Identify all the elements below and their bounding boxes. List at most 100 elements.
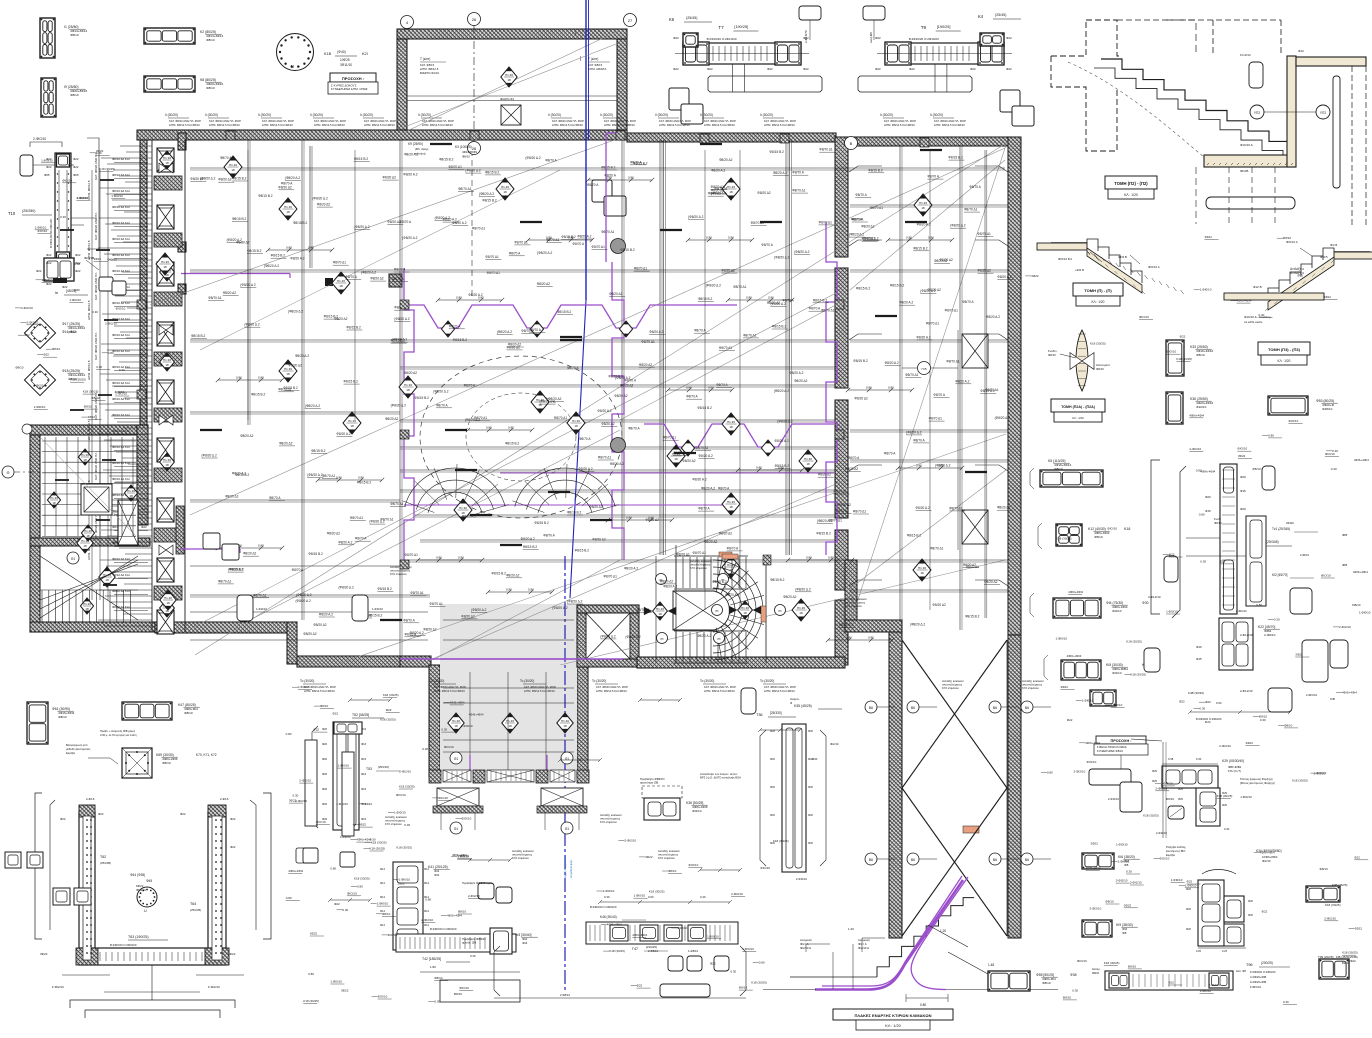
svg-text:26: 26 xyxy=(472,146,477,151)
svg-text:Φ8/70 Α: Φ8/70 Α xyxy=(927,175,939,179)
svg-text:Φ8/20 Δ2: Φ8/20 Δ2 xyxy=(838,503,852,507)
svg-text:Φ8/10: Φ8/10 xyxy=(68,377,77,381)
svg-text:Φ8/20 Δ2: Φ8/20 Δ2 xyxy=(508,343,522,347)
svg-text:3Φ22: 3Φ22 xyxy=(1061,685,1069,689)
svg-text:Φ14: Φ14 xyxy=(424,895,430,899)
svg-text:Π1.36: Π1.36 xyxy=(918,566,926,570)
svg-text:3Φ22: 3Φ22 xyxy=(310,932,318,936)
svg-text:Φ8/20 Δ2: Φ8/20 Δ2 xyxy=(507,345,521,349)
svg-text:Φ8/70 Α: Φ8/70 Α xyxy=(405,632,417,636)
svg-text:Π1.36: Π1.36 xyxy=(536,398,544,402)
svg-text:Φ8/15 Β.2: Φ8/15 Β.2 xyxy=(561,235,576,239)
svg-text:(Φ8/20 Δ.2: (Φ8/20 Δ.2 xyxy=(288,309,304,313)
svg-text:Φ8/70 Α: Φ8/70 Α xyxy=(579,437,591,441)
svg-text:Φ8/10 Δ2 ΚΑΙ: Φ8/10 Δ2 ΚΑΙ xyxy=(112,413,130,417)
svg-text:Φ38: Φ38 xyxy=(1070,973,1077,977)
svg-text:Φ22: Φ22 xyxy=(73,165,79,169)
svg-text:Π1.36: Π1.36 xyxy=(404,383,412,387)
svg-text:Φ8/20 Δ2: Φ8/20 Δ2 xyxy=(289,364,303,368)
svg-text:Φ8/20 Δ2: Φ8/20 Δ2 xyxy=(646,518,660,522)
svg-text:Φ8/10: Φ8/10 xyxy=(434,976,443,980)
svg-text:0.80: 0.80 xyxy=(568,236,574,240)
svg-text:σε κάθε σκαλί: σε κάθε σκαλί xyxy=(1244,320,1263,324)
svg-text:Φ8/15 Β.2: Φ8/15 Β.2 xyxy=(453,338,468,342)
svg-text:Φ8/20 Α.2: Φ8/20 Α.2 xyxy=(338,540,352,544)
svg-text:ΚΑΤ. Φ8/20 ΑΝΩ ΠΛ. ΦΟΡ.: ΚΑΤ. Φ8/20 ΑΝΩ ΠΛ. ΦΟΡ. xyxy=(314,119,347,123)
svg-text:0.80: 0.80 xyxy=(938,464,944,468)
svg-text:0.80: 0.80 xyxy=(706,236,712,240)
svg-text:Κ72 επιμέλου: Κ72 επιμέλου xyxy=(1022,686,1039,690)
svg-text:Φ8/10 Δ2 ΚΑΙ: Φ8/10 Δ2 ΚΑΙ xyxy=(112,173,130,177)
svg-text:(Φ8/20 Δ.2: (Φ8/20 Δ.2 xyxy=(795,587,811,591)
svg-text:Θ1: Θ1 xyxy=(565,827,569,831)
svg-text:Φ20: Φ20 xyxy=(1205,495,1211,499)
svg-text:0.30: 0.30 xyxy=(1199,707,1205,711)
svg-text:Φ8/70 Δ1: Φ8/70 Δ1 xyxy=(474,416,488,420)
svg-text:Φ8/70 Α: Φ8/70 Α xyxy=(718,487,730,491)
svg-text:ΔΙΤΜ. Φ8/12.5 ΚΑΙ Φ8/10: ΔΙΤΜ. Φ8/12.5 ΚΑΙ Φ8/10 xyxy=(314,123,345,127)
svg-text:ΚΑΤ. Φ8/20 ΑΝΩ ΠΛ. ΦΟΡ.: ΚΑΤ. Φ8/20 ΑΝΩ ΠΛ. ΦΟΡ. xyxy=(422,119,455,123)
svg-text:Φ65: Φ65 xyxy=(44,173,50,177)
svg-text:Τ (κλπ): Τ (κλπ) xyxy=(588,57,598,61)
svg-text:Φ8/70 Δ1: Φ8/70 Δ1 xyxy=(405,553,419,557)
svg-text:Φ8/70 Δ1: Φ8/70 Δ1 xyxy=(676,553,690,557)
svg-text:ΦΙ4: ΦΙ4 xyxy=(1124,859,1129,863)
svg-text:10ΦΙ6+8ΦΙ4: 10ΦΙ6+8ΦΙ4 xyxy=(1262,855,1278,859)
svg-text:Κ18 (30/25): Κ18 (30/25) xyxy=(1143,814,1159,818)
svg-text:ΔΙΤΜ. Φ8/12.5 ΚΑΙ Φ8/10: ΔΙΤΜ. Φ8/12.5 ΚΑΙ Φ8/10 xyxy=(304,689,335,693)
svg-text:ΔΙΤΜ. Φ8/12.5 ΚΑΙ Φ8/10: ΔΙΤΜ. Φ8/12.5 ΚΑΙ Φ8/10 xyxy=(604,123,635,127)
svg-text:Προβλ. + Αναμονές ΦΙΒ μήκος: Προβλ. + Αναμονές ΦΙΒ μήκος xyxy=(100,729,136,733)
svg-text:1:ΦΙ0/10: 1:ΦΙ0/10 xyxy=(76,196,88,200)
svg-text:Φ8/20 Α.2: Φ8/20 Α.2 xyxy=(663,585,677,589)
svg-text:ΔΙΤΜ. Φ8/12.5 ΚΑΙ Φ8/10: ΔΙΤΜ. Φ8/12.5 ΚΑΙ Φ8/10 xyxy=(659,123,690,127)
svg-text:Φ8/70 Δ1: Φ8/70 Δ1 xyxy=(410,591,424,595)
svg-text:Φ8/20 Α.2: Φ8/20 Α.2 xyxy=(577,235,591,239)
svg-text:Φ10/10: Φ10/10 xyxy=(1196,405,1207,409)
svg-text:ΚΑΤ. Φ8/20 ΑΝΩ ΠΛ. ΦΟΡ.: ΚΑΤ. Φ8/20 ΑΝΩ ΠΛ. ΦΟΡ. xyxy=(596,685,629,689)
svg-text:Κ18 (30/25): Κ18 (30/25) xyxy=(1292,778,1308,782)
svg-text:Φ8/15 Β.2: Φ8/15 Β.2 xyxy=(485,170,500,174)
svg-text:Φ22: Φ22 xyxy=(46,282,52,286)
svg-text:[210/25]: [210/25] xyxy=(646,945,657,949)
svg-text:Φ8/15 Β.2: Φ8/15 Β.2 xyxy=(235,473,250,477)
svg-text:Φ8/20 Δ2: Φ8/20 Δ2 xyxy=(767,301,781,305)
svg-text:Σ ΚΥΡΙΕΣ ΔΟΚΟΥΣ: Σ ΚΥΡΙΕΣ ΔΟΚΟΥΣ xyxy=(331,84,357,88)
svg-text:m: m xyxy=(718,637,721,641)
svg-text:Κ12 (40/30): Κ12 (40/30) xyxy=(1088,527,1106,531)
svg-text:Φ8/20 Α.2: Φ8/20 Α.2 xyxy=(295,354,309,358)
svg-text:Φ8/10 Δ2 ΚΑΙ: Φ8/10 Δ2 ΚΑΙ xyxy=(112,573,130,577)
svg-text:3Φ22: 3Φ22 xyxy=(645,855,653,859)
svg-text:(Φ8/20 Δ.2: (Φ8/20 Δ.2 xyxy=(471,608,487,612)
svg-text:ΥΠ2: ΥΠ2 xyxy=(1254,111,1260,115)
svg-text:Φ16: Φ16 xyxy=(361,742,367,746)
svg-text:(25/280): (25/280) xyxy=(22,209,35,213)
svg-text:υποστυλώματος: υποστυλώματος xyxy=(385,819,406,823)
svg-text:Κ46 (30/40): Κ46 (30/40) xyxy=(600,915,617,919)
svg-text:4ΦΙ6+ΦΙΒ4: 4ΦΙ6+ΦΙΒ4 xyxy=(1112,667,1128,671)
svg-text:ΚΑΤ. Φ8/20 ΑΝΩ ΠΛ. ΦΟΡ.: ΚΑΤ. Φ8/20 ΑΝΩ ΠΛ. ΦΟΡ. xyxy=(552,119,585,123)
svg-text:Φ20: Φ20 xyxy=(1186,887,1192,891)
svg-text:Φ8/10 Δ2 ΚΑΙ: Φ8/10 Δ2 ΚΑΙ xyxy=(112,461,130,465)
svg-text:1:ΦΙ0/10: 1:ΦΙ0/10 xyxy=(394,811,406,815)
svg-text:Φ8/20 Α.2: Φ8/20 Α.2 xyxy=(404,153,418,157)
svg-text:1:ΦΙ0/10: 1:ΦΙ0/10 xyxy=(298,685,310,689)
svg-text:18: 18 xyxy=(286,372,290,376)
svg-text:2-Φ12/10: 2-Φ12/10 xyxy=(1240,689,1253,693)
svg-text:2-ΦΙ2/10: 2-ΦΙ2/10 xyxy=(1108,797,1119,801)
svg-text:Φ8/20 Α.2: Φ8/20 Α.2 xyxy=(725,593,739,597)
svg-text:18: 18 xyxy=(674,457,678,461)
svg-text:ΚΑΤ. Φ8/20 ΑΝΩ ΠΛ.: ΚΑΤ. Φ8/20 ΑΝΩ ΠΛ. xyxy=(94,152,98,180)
svg-text:ΦΙ2/10 Δ: ΦΙ2/10 Δ xyxy=(800,946,811,950)
svg-text:Φ8/15 Β.2: Φ8/15 Β.2 xyxy=(308,552,323,556)
svg-text:ΦΙΟ/10: ΦΙΟ/10 xyxy=(1325,452,1335,456)
svg-text:Φ22: Φ22 xyxy=(1354,855,1360,859)
svg-text:2-ΦΙ2/10: 2-ΦΙ2/10 xyxy=(1156,831,1167,835)
svg-text:ΔΙΤΜ. Φ8/12.5 ΚΑΙ Φ8/10: ΔΙΤΜ. Φ8/12.5 ΚΑΙ Φ8/10 xyxy=(524,689,555,693)
svg-text:ΦΙΟ/Β: ΦΙΟ/Β xyxy=(1240,169,1248,173)
svg-text:Φ22: Φ22 xyxy=(1180,335,1186,339)
svg-text:Φ8/15 Β.2: Φ8/15 Β.2 xyxy=(601,165,616,169)
svg-text:(Φ8/20 Δ.2: (Φ8/20 Δ.2 xyxy=(227,238,243,242)
svg-text:T7: T7 xyxy=(718,25,724,30)
svg-text:18: 18 xyxy=(83,458,87,462)
svg-text:18: 18 xyxy=(538,403,542,407)
